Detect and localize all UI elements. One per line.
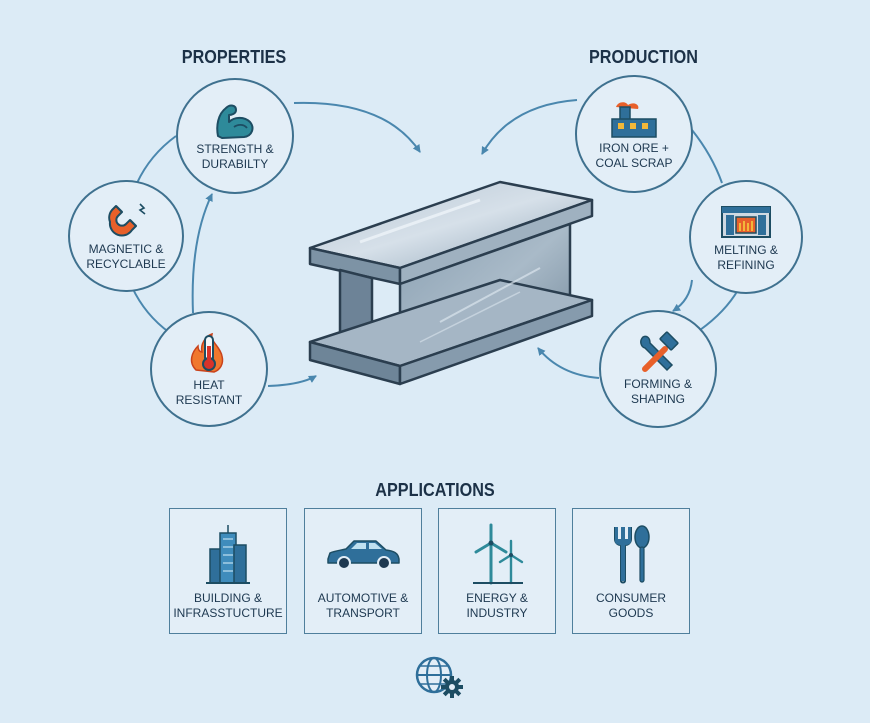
application-consumer: CONSUMER GOODS: [572, 508, 690, 634]
application-automotive-label: AUTOMOTIVE & TRANSPORT: [317, 591, 409, 620]
arc-iron-melting: [691, 129, 723, 184]
application-energy: ENERGY & INDUSTRY: [438, 508, 556, 634]
application-automotive: AUTOMOTIVE & TRANSPORT: [304, 508, 422, 634]
arc-magnetic-heat: [131, 286, 171, 334]
application-energy-label: ENERGY & INDUSTRY: [466, 591, 528, 620]
property-heat: HEAT RESISTANT: [150, 311, 268, 427]
muscle-arm-icon: [216, 104, 254, 139]
heading-properties: PROPERTIES: [181, 47, 287, 67]
production-iron-ore: IRON ORE + COAL SCRAP: [575, 75, 693, 193]
property-strength-label: STRENGTH & DURABILTY: [196, 142, 274, 171]
globe-gear-icon: [415, 656, 463, 698]
heading-applications: APPLICATIONS: [375, 480, 495, 500]
wind-turbine-icon: [473, 523, 524, 585]
arc-strength-magnetic: [136, 135, 177, 184]
wrench-hammer-icon: [640, 331, 679, 372]
arrow-melting-forming: [672, 279, 693, 312]
furnace-icon: [721, 206, 771, 238]
factory-icon: [611, 102, 657, 138]
property-heat-label: HEAT RESISTANT: [175, 378, 243, 407]
arrow-strength-beam: [293, 101, 421, 153]
arrow-heat-beam: [267, 375, 317, 387]
production-melting: MELTING & REFINING: [689, 180, 803, 294]
thermometer-flame-icon: [190, 332, 224, 373]
skyscraper-icon: [206, 525, 250, 584]
application-building: BUILDING & INFRASSTUCTURE: [169, 508, 287, 634]
arrow-iron-beam: [481, 99, 578, 155]
steel-i-beam-icon: [308, 180, 594, 386]
application-consumer-label: CONSUMER GOODS: [595, 591, 666, 620]
arrow-forming-beam: [537, 347, 600, 379]
production-melting-label: MELTING & REFINING: [714, 243, 778, 272]
magnet-icon: [108, 203, 146, 237]
property-strength: STRENGTH & DURABILTY: [176, 78, 294, 194]
property-magnetic-label: MAGNETIC & RECYCLABLE: [86, 242, 166, 271]
production-iron-ore-label: IRON ORE + COAL SCRAP: [595, 141, 673, 170]
heading-production: PRODUCTION: [589, 47, 698, 67]
property-magnetic: MAGNETIC & RECYCLABLE: [68, 180, 184, 292]
arc-heat-strength: [191, 193, 213, 314]
production-forming-label: FORMING & SHAPING: [624, 377, 692, 406]
application-building-label: BUILDING & INFRASSTUCTURE: [173, 591, 283, 620]
fork-spoon-icon: [614, 525, 650, 584]
arc-forming-melting: [699, 289, 739, 331]
car-icon: [327, 540, 400, 570]
production-forming: FORMING & SHAPING: [599, 310, 717, 428]
